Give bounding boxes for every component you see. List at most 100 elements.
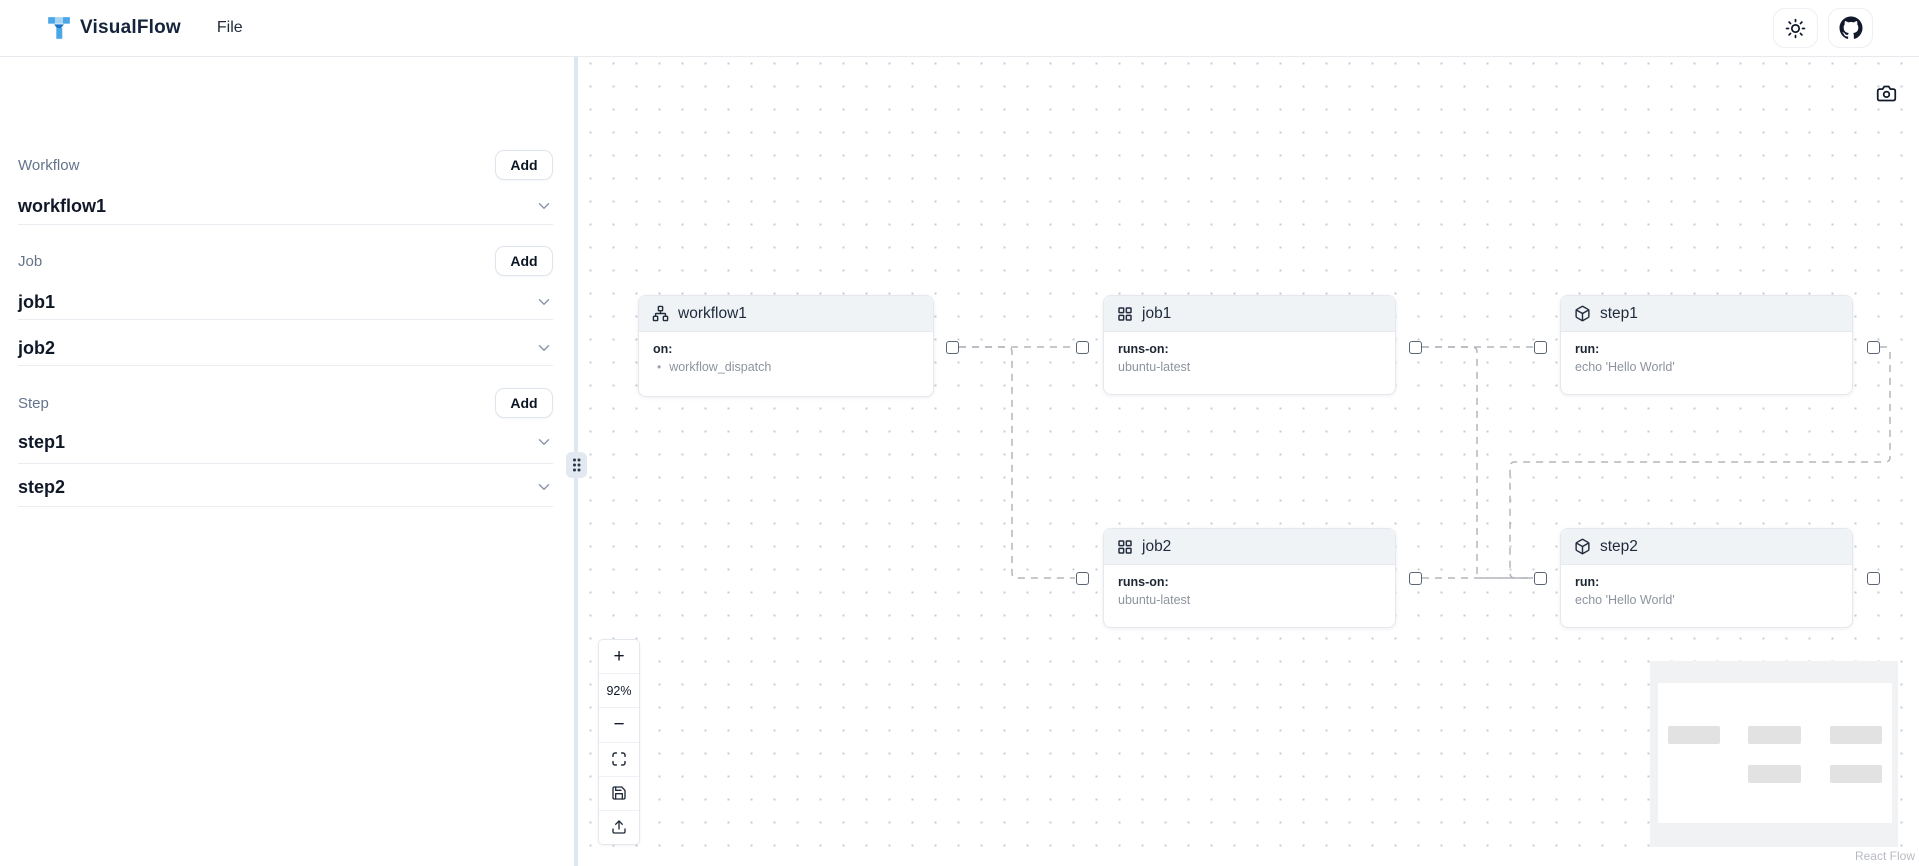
field-value-text: workflow_dispatch — [669, 360, 772, 374]
field-value: ubuntu-latest — [1118, 593, 1381, 607]
field-label: run: — [1575, 575, 1600, 589]
node-title: step1 — [1600, 304, 1638, 322]
screenshot-button[interactable] — [1867, 74, 1905, 112]
save-button[interactable] — [599, 776, 639, 811]
handle-job2-target[interactable] — [1076, 572, 1089, 585]
node-workflow1[interactable]: workflow1 on: • workflow_dispatch — [638, 295, 934, 397]
node-body: run: echo 'Hello World' — [1561, 565, 1852, 619]
flow-controls-panel: + 92% − — [598, 639, 640, 845]
field-value-text: ubuntu-latest — [1118, 360, 1191, 374]
handle-step1-target[interactable] — [1534, 341, 1547, 354]
sidebar-item-step1[interactable]: step1 — [18, 425, 553, 459]
field-value: echo 'Hello World' — [1575, 360, 1838, 374]
chevron-down-icon — [535, 339, 553, 357]
node-step2[interactable]: step2 run: echo 'Hello World' — [1560, 528, 1853, 628]
node-body: runs-on: ubuntu-latest — [1104, 565, 1395, 619]
sun-icon — [1785, 18, 1806, 39]
field-label: run: — [1575, 342, 1600, 356]
section-label-job: Job — [18, 253, 43, 270]
sidebar-item-label: job2 — [18, 337, 56, 358]
node-title: workflow1 — [678, 304, 747, 322]
github-icon — [1839, 16, 1863, 40]
sidebar-resize-handle[interactable] — [566, 452, 587, 478]
save-icon — [611, 785, 627, 801]
grip-dots-icon — [571, 457, 582, 473]
flow-canvas-pane[interactable]: workflow1 on: • workflow_dispatch jo — [578, 57, 1919, 866]
node-step1[interactable]: step1 run: echo 'Hello World' — [1560, 295, 1853, 395]
sidebar-item-step2[interactable]: step2 — [18, 470, 553, 504]
navbar-actions — [1773, 8, 1873, 48]
node-body: run: echo 'Hello World' — [1561, 332, 1852, 386]
divider — [18, 319, 553, 320]
node-job1[interactable]: job1 runs-on: ubuntu-latest — [1103, 295, 1396, 395]
sidebar-item-label: step2 — [18, 476, 66, 497]
chevron-down-icon — [535, 433, 553, 451]
grid-icon — [1117, 306, 1133, 322]
node-header: step1 — [1561, 296, 1852, 332]
handle-job1-target[interactable] — [1076, 341, 1089, 354]
sidebar-item-label: job1 — [18, 291, 56, 312]
fit-view-button[interactable] — [599, 742, 639, 777]
menu-file[interactable]: File — [216, 19, 243, 36]
divider — [18, 365, 553, 366]
chevron-down-icon — [535, 478, 553, 496]
node-header: step2 — [1561, 529, 1852, 565]
handle-step1-source[interactable] — [1867, 341, 1880, 354]
edge-step1-step2[interactable] — [1509, 346, 1891, 579]
handle-workflow1-source[interactable] — [946, 341, 959, 354]
field-value: echo 'Hello World' — [1575, 593, 1838, 607]
sidebar-item-job2[interactable]: job2 — [18, 331, 553, 365]
field-value-text: echo 'Hello World' — [1575, 593, 1675, 607]
sidebar-item-label: step1 — [18, 431, 66, 452]
minimap-viewport — [1658, 683, 1892, 823]
handle-step2-target[interactable] — [1534, 572, 1547, 585]
theme-toggle-button[interactable] — [1773, 8, 1818, 48]
handle-job1-source[interactable] — [1409, 341, 1422, 354]
node-job2[interactable]: job2 runs-on: ubuntu-latest — [1103, 528, 1396, 628]
add-job-button[interactable]: Add — [495, 246, 553, 276]
add-step-button[interactable]: Add — [495, 388, 553, 418]
field-label: runs-on: — [1118, 342, 1169, 356]
visualflow-logo-icon — [46, 15, 72, 41]
edge-workflow1-job2[interactable] — [959, 346, 1075, 579]
package-icon — [1574, 538, 1591, 555]
camera-icon — [1876, 83, 1897, 104]
minimap[interactable] — [1650, 661, 1898, 847]
package-icon — [1574, 305, 1591, 322]
sidebar-item-workflow1[interactable]: workflow1 — [18, 189, 553, 223]
github-button[interactable] — [1828, 8, 1873, 48]
node-body: on: • workflow_dispatch — [639, 332, 933, 386]
field-value-text: echo 'Hello World' — [1575, 360, 1675, 374]
fit-view-icon — [611, 751, 627, 767]
minimap-node-workflow1 — [1668, 726, 1720, 744]
section-label-workflow: Workflow — [18, 157, 80, 174]
handle-job2-source[interactable] — [1409, 572, 1422, 585]
upload-button[interactable] — [599, 810, 639, 844]
minus-icon: − — [613, 713, 625, 735]
field-value-text: ubuntu-latest — [1118, 593, 1191, 607]
minimap-node-step1 — [1830, 726, 1882, 744]
sidebar-item-label: workflow1 — [18, 195, 107, 216]
sidebar: Workflow Add workflow1 Job Add job1 job2 — [0, 57, 574, 866]
bullet: • — [657, 360, 662, 374]
zoom-in-button[interactable]: + — [599, 640, 639, 675]
zoom-level-label: 92% — [599, 674, 639, 709]
minimap-node-job2 — [1748, 765, 1801, 783]
field-label: on: — [653, 342, 673, 356]
chevron-down-icon — [535, 293, 553, 311]
brand: VisualFlow — [46, 15, 181, 41]
add-workflow-button[interactable]: Add — [495, 150, 553, 180]
plus-icon: + — [613, 645, 625, 667]
zoom-out-button[interactable]: − — [599, 708, 639, 743]
field-value: ubuntu-latest — [1118, 360, 1381, 374]
edges-layer — [959, 346, 1891, 579]
handle-step2-source[interactable] — [1867, 572, 1880, 585]
divider — [18, 506, 553, 507]
react-flow-attribution[interactable]: React Flow — [1854, 849, 1915, 863]
node-title: step2 — [1600, 537, 1638, 555]
chevron-down-icon — [535, 197, 553, 215]
node-header: workflow1 — [639, 296, 933, 332]
sidebar-item-job1[interactable]: job1 — [18, 285, 553, 319]
node-title: job1 — [1142, 304, 1172, 322]
divider — [18, 224, 553, 225]
